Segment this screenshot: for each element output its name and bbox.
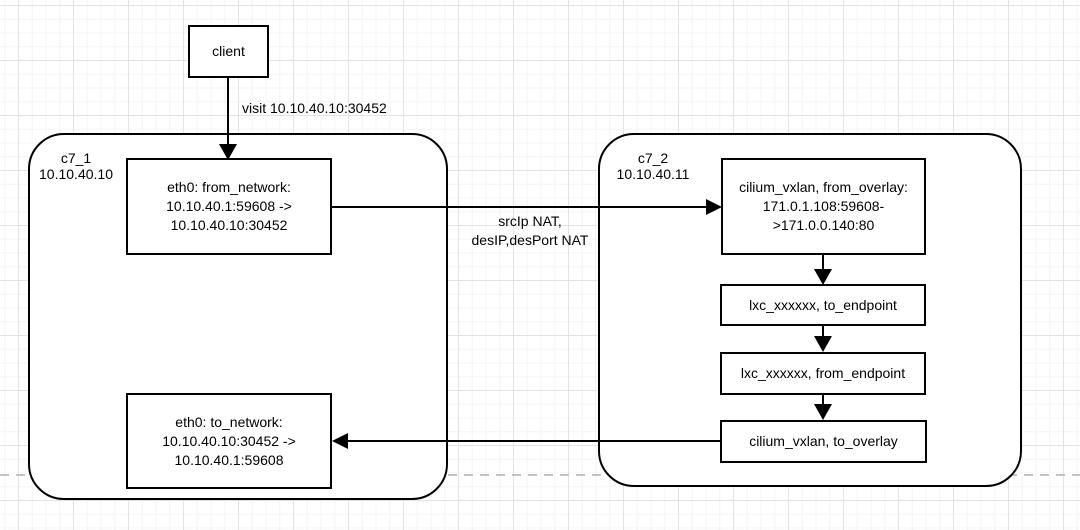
arrowhead-down-icon (814, 404, 832, 420)
arrowhead-down-icon (814, 269, 832, 285)
connector-client-line (227, 78, 229, 146)
connector-endpoint-to-endpoint-line (822, 326, 824, 338)
connector-overlay-to-endpoint-line (822, 255, 824, 271)
client-node: client (188, 25, 269, 78)
lxc-to-endpoint-box: lxc_xxxxxx, to_endpoint (720, 284, 926, 326)
from-overlay-line1: cilium_vxlan, from_overlay: (739, 179, 908, 195)
node2-title: c7_2 (637, 150, 669, 166)
to-overlay-label: cilium_vxlan, to_overlay (749, 433, 898, 449)
nat-label-line1: srcIp NAT, (498, 213, 562, 229)
visit-label: visit 10.10.40.10:30452 (242, 100, 387, 116)
eth0-to-network-box: eth0: to_network: 10.10.40.10:30452 -> 1… (126, 393, 332, 489)
node1-ip: 10.10.40.10 (39, 166, 113, 182)
container-c7-1-label: c7_1 10.10.40.10 (30, 150, 122, 182)
node1-title: c7_1 (60, 150, 92, 166)
arrowhead-down-icon (814, 336, 832, 352)
cilium-vxlan-to-overlay-box: cilium_vxlan, to_overlay (720, 420, 927, 463)
from-overlay-line2: 171.0.1.108:59608- (762, 198, 885, 214)
cilium-vxlan-from-overlay-box: cilium_vxlan, from_overlay: 171.0.1.108:… (721, 158, 926, 255)
to-network-line3: 10.10.40.1:59608 (174, 451, 284, 468)
nat-label-line2: desIP,desPort NAT (471, 232, 589, 248)
arrowhead-left-icon (332, 433, 348, 449)
eth0-from-network-box: eth0: from_network: 10.10.40.1:59608 -> … (126, 158, 332, 255)
from-endpoint-label: lxc_xxxxxx, from_endpoint (740, 365, 906, 381)
arrowhead-right-icon (706, 199, 722, 215)
dashed-separator-line (0, 474, 1080, 476)
nat-label: srcIp NAT, desIP,desPort NAT (448, 212, 612, 250)
node2-ip: 10.10.40.11 (616, 166, 690, 182)
client-label: client (212, 43, 245, 59)
from-network-line1: eth0: from_network: (167, 179, 291, 195)
connector-forward-line (332, 206, 706, 208)
arrowhead-down-icon (219, 144, 237, 160)
to-network-line2: 10.10.40.10:30452 -> (162, 432, 296, 449)
container-c7-2-label: c7_2 10.10.40.11 (606, 150, 700, 182)
from-network-line2: 10.10.40.1:59608 -> (166, 198, 292, 214)
to-endpoint-label: lxc_xxxxxx, to_endpoint (749, 296, 897, 313)
to-network-line1: eth0: to_network: (175, 413, 283, 430)
connector-endpoint-to-overlay-line (822, 395, 824, 406)
lxc-from-endpoint-box: lxc_xxxxxx, from_endpoint (720, 352, 926, 395)
connector-return-line (346, 440, 720, 442)
from-network-line3: 10.10.40.10:30452 (170, 217, 288, 233)
from-overlay-line3: >171.0.0.140:80 (772, 217, 875, 233)
